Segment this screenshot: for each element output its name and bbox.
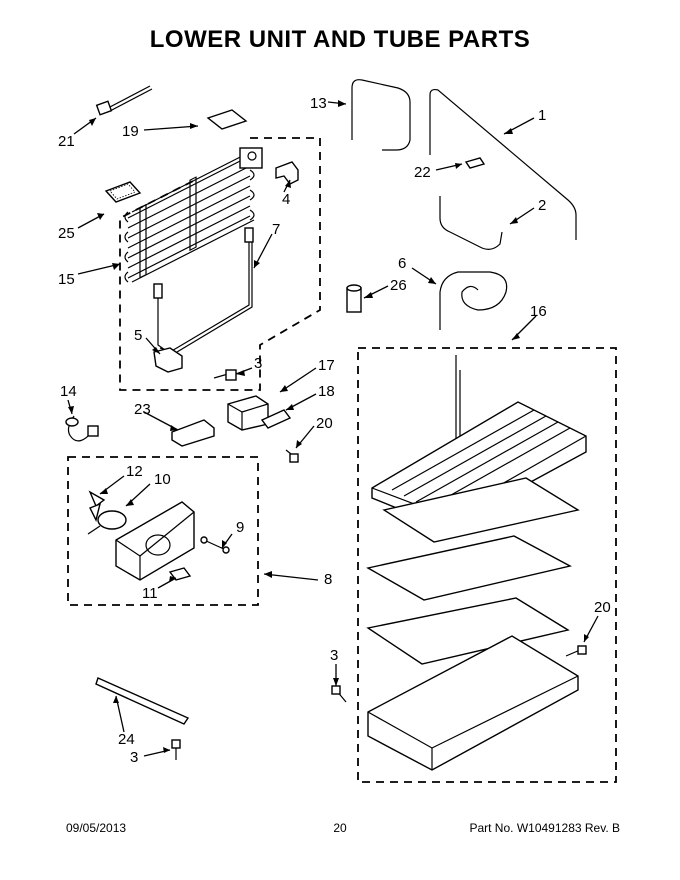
leader-arrows (68, 100, 589, 753)
part-20-screw-lower (565, 645, 587, 657)
condenser-group-outline (119, 137, 321, 391)
part-16-drain-pan (367, 635, 579, 771)
part-23-plate (171, 419, 215, 447)
part-5-bracket (153, 347, 183, 373)
callout-9: 9 (236, 519, 244, 536)
callout-22: 22 (414, 164, 431, 181)
drain-pan-group-outline (357, 347, 617, 783)
callout-20a: 20 (316, 415, 333, 432)
part-13-tube (351, 79, 411, 151)
callout-13: 13 (310, 95, 327, 112)
callout-2: 2 (538, 197, 546, 214)
callout-6: 6 (398, 255, 406, 272)
part-3-screw-upper (213, 369, 237, 381)
footer-part-number: Part No. W10491283 Rev. B (469, 821, 620, 835)
callout-10: 10 (154, 471, 171, 488)
callout-7: 7 (272, 221, 280, 238)
part-18-cover (260, 409, 292, 429)
callout-17: 17 (318, 357, 335, 374)
callout-3a: 3 (254, 355, 262, 372)
callout-25: 25 (58, 225, 75, 242)
callout-3c: 3 (130, 749, 138, 766)
callout-11: 11 (142, 585, 158, 602)
callout-1: 1 (538, 107, 546, 124)
part-20-screw-upper (285, 449, 299, 463)
part-16-insulation-sheet-2 (366, 535, 572, 601)
part-15-condenser-coil (124, 147, 263, 283)
callout-5: 5 (134, 327, 142, 344)
callout-26: 26 (390, 277, 407, 294)
callout-8: 8 (324, 571, 332, 588)
callout-16: 16 (530, 303, 547, 320)
part-26-sleeve (346, 284, 362, 313)
page-title: LOWER UNIT AND TUBE PARTS (149, 26, 531, 53)
callout-20b: 20 (594, 599, 611, 616)
part-17-box (227, 395, 269, 431)
part-8-fan-shroud (115, 501, 195, 581)
footer-date: 09/05/2013 (66, 821, 127, 835)
callout-labels: 21 19 25 15 4 7 5 3 13 1 22 2 6 26 16 14… (58, 95, 611, 766)
part-14-harness (65, 415, 99, 442)
fan-assembly-group-outline (67, 456, 259, 606)
callout-18: 18 (318, 383, 335, 400)
part-9-bracket (200, 536, 230, 554)
part-2-tube (439, 196, 503, 250)
part-3-screw-lower (171, 739, 181, 760)
part-16-insulation-sheet-1 (382, 477, 580, 543)
part-21-clamp (95, 85, 153, 116)
callout-21: 21 (58, 133, 75, 150)
callout-15: 15 (58, 271, 75, 288)
callout-14: 14 (60, 383, 77, 400)
part-12-fan-blade (88, 490, 106, 523)
part-10-fan-motor (87, 510, 127, 535)
part-24-rail (95, 677, 190, 725)
callout-24: 24 (118, 731, 135, 748)
footer-page-number: 20 (333, 821, 347, 835)
callout-19: 19 (122, 123, 139, 140)
part-22-clip (464, 157, 486, 169)
part-3-screw-middle (331, 685, 347, 703)
callout-23: 23 (134, 401, 151, 418)
part-11-clip (168, 567, 192, 581)
callout-4: 4 (282, 191, 290, 208)
callout-12: 12 (126, 463, 143, 480)
callout-3b: 3 (330, 647, 338, 664)
part-1-tube (429, 88, 577, 240)
part-16-insulation-sheet-3 (366, 597, 570, 665)
part-25-pad (104, 181, 142, 203)
part-19-plate (206, 109, 248, 130)
part-4-bracket (275, 161, 299, 185)
part-6-tube (439, 271, 508, 330)
